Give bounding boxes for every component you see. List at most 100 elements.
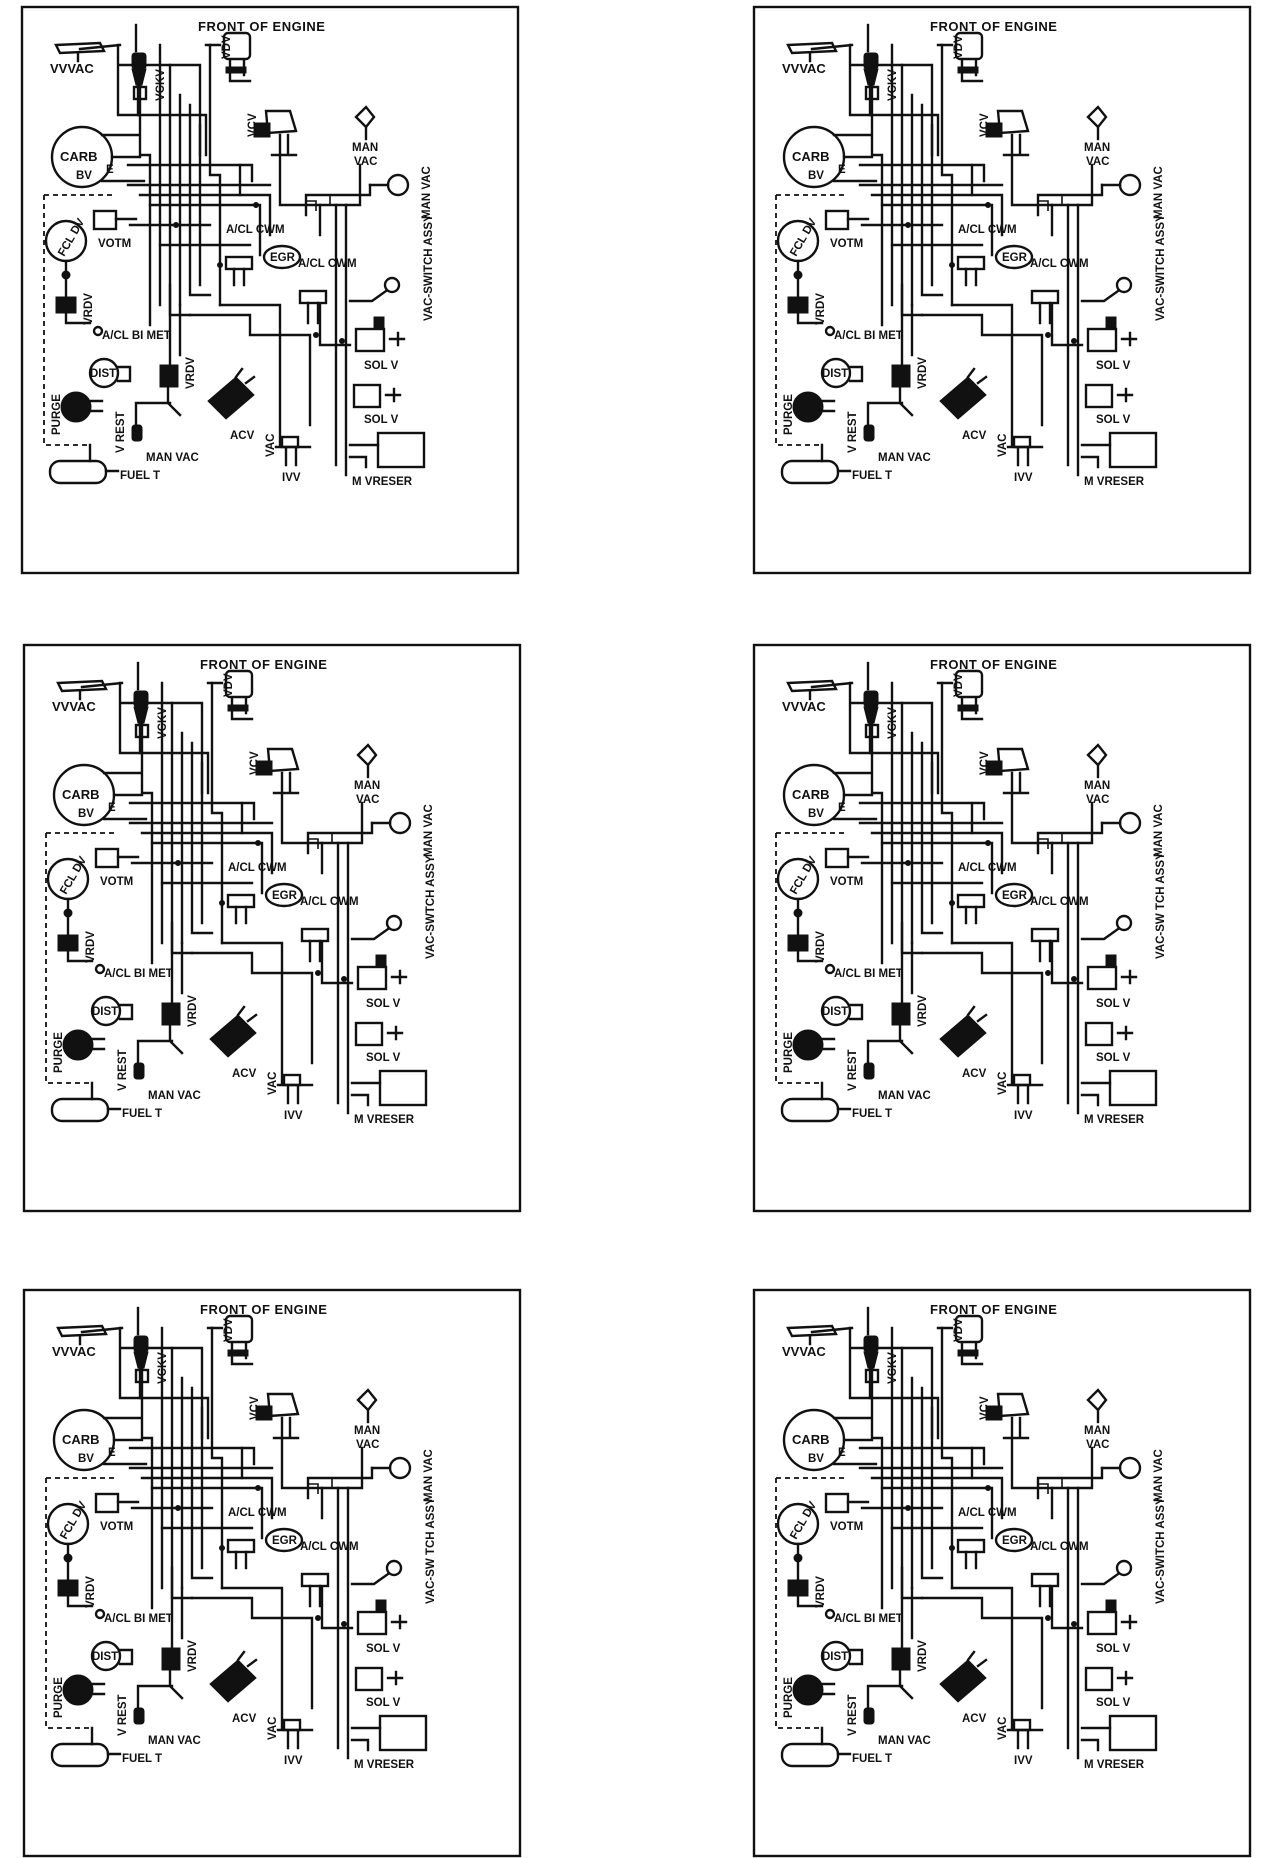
sol-v-2 [1084, 1021, 1134, 1047]
bv-label: BV [78, 808, 94, 820]
ivv-label: IVV [284, 1755, 303, 1767]
acl-cwm-1 [956, 893, 986, 925]
man-vac-port [1086, 105, 1108, 141]
vvvac-label: VVVAC [782, 699, 826, 714]
hose-bundle [848, 43, 1104, 477]
vac-man-vac-label: MAN VAC [423, 1449, 435, 1502]
hose-bundle [848, 681, 1104, 1115]
acl-bimet-port [92, 325, 104, 337]
vacuum-reservoir [1080, 1714, 1158, 1752]
vrest-valve [131, 401, 172, 442]
vcv-label: VCV [249, 751, 261, 775]
votm-label: VOTM [830, 876, 863, 888]
acl-bimet-label: A/CL BI MET [834, 330, 903, 342]
purge-boundary [775, 1477, 848, 1729]
egr-valve [264, 1527, 304, 1553]
vacuum-reservoir [350, 1714, 428, 1752]
acl-cwm-2-label: A/CL CWM [1030, 1541, 1089, 1553]
man-vac-lower-label: MAN VAC [878, 1735, 931, 1747]
fuel-t-label: FUEL T [122, 1753, 162, 1765]
sol-v-1 [356, 954, 408, 991]
acv-valve [939, 1650, 988, 1703]
hose-fittings [175, 1478, 347, 1627]
egr-label: EGR [1002, 252, 1028, 264]
vvvac-component [786, 41, 854, 63]
man-vac-right [1100, 1456, 1142, 1480]
acl-cwm-2 [1030, 927, 1060, 963]
fuel-tank [780, 1726, 852, 1768]
purge-boundary [45, 832, 118, 1084]
vac-switch-assy [1080, 1559, 1133, 1586]
vcv-valve [255, 747, 300, 795]
vvvac-label: VVVAC [52, 699, 96, 714]
bv-label: BV [808, 1453, 824, 1465]
e-label: E [106, 164, 114, 176]
vvvac-label: VVVAC [782, 1344, 826, 1359]
purge-boundary [45, 1477, 118, 1729]
vacuum-reservoir [1080, 431, 1158, 469]
ivv-valve [1006, 435, 1044, 467]
man-vac-lower-label: MAN VAC [878, 452, 931, 464]
sol-v-2-label: SOL V [1096, 1697, 1131, 1709]
m-vreser-label: M VRESER [1084, 1114, 1145, 1126]
ivv-valve [274, 435, 312, 467]
acl-cwm-1-label: A/CL CWM [228, 862, 287, 874]
acl-bimet-port [94, 1608, 106, 1620]
hose-fittings [173, 195, 345, 344]
fuel-tank [50, 1726, 122, 1768]
acv-valve [209, 1005, 258, 1058]
man-label: MAN [352, 142, 378, 154]
vrdv-2 [161, 1002, 184, 1055]
votm [824, 1492, 870, 1514]
man-label: MAN [354, 780, 380, 792]
bv-label: BV [78, 1453, 94, 1465]
vvvac-component [786, 1324, 854, 1346]
vdv-label: VDV [953, 35, 965, 59]
acv-valve [939, 1005, 988, 1058]
sol-v-2-label: SOL V [1096, 1052, 1131, 1064]
votm [92, 209, 138, 231]
man-vac-right [368, 173, 410, 197]
vac-ivv-label: VAC [267, 1072, 279, 1095]
acl-cwm-1-label: A/CL CWM [958, 862, 1017, 874]
man-vac-right [370, 1456, 412, 1480]
hose-fittings [175, 833, 347, 982]
man-vac-right [1100, 811, 1142, 835]
vrest-label: V REST [847, 1049, 859, 1091]
vcv-valve [985, 747, 1030, 795]
egr-valve [264, 882, 304, 908]
vrdv-1 [787, 1560, 824, 1608]
vac-label: VAC [354, 156, 377, 168]
charcoal-canister [62, 1674, 106, 1706]
acl-cwm-2 [300, 1572, 330, 1608]
dist-label: DIST [90, 368, 116, 380]
diagram-title: FRONT OF ENGINE [200, 1302, 327, 1317]
fcl-dv [46, 1502, 90, 1563]
vrdv-2-label: VRDV [917, 357, 929, 389]
acl-cwm-2-label: A/CL CWM [300, 1541, 359, 1553]
vrdv-1-label: VRDV [815, 1576, 827, 1608]
vrest-label: V REST [847, 1694, 859, 1736]
sol-v-2 [1084, 1666, 1134, 1692]
diagram-border [752, 5, 1252, 575]
sol-v-1-label: SOL V [366, 998, 401, 1010]
vacuum-reservoir [1080, 1069, 1158, 1107]
egr-label: EGR [1002, 1535, 1028, 1547]
dist-label: DIST [822, 1006, 848, 1018]
sol-v-1-label: SOL V [1096, 1643, 1131, 1655]
vac-switch-assy-label: VAC-SWTCH ASSY [425, 855, 437, 959]
fcl-dv [776, 219, 820, 280]
acv-valve [939, 367, 988, 420]
acv-label: ACV [962, 1068, 987, 1080]
vac-switch-assy [350, 1559, 403, 1586]
acl-cwm-1-label: A/CL CWM [958, 224, 1017, 236]
vacuum-diagram: FRONT OF ENGINE VVVAC VCKV VDV VCV MAN V… [20, 5, 520, 575]
vac-switch-assy [350, 914, 403, 941]
vdv-label: VDV [221, 35, 233, 59]
vvvac-label: VVVAC [782, 61, 826, 76]
bv-label: BV [808, 808, 824, 820]
vrdv-2-label: VRDV [917, 1640, 929, 1672]
sol-v-2 [354, 1666, 404, 1692]
diagram-title: FRONT OF ENGINE [198, 19, 325, 34]
sol-v-2-label: SOL V [1096, 414, 1131, 426]
